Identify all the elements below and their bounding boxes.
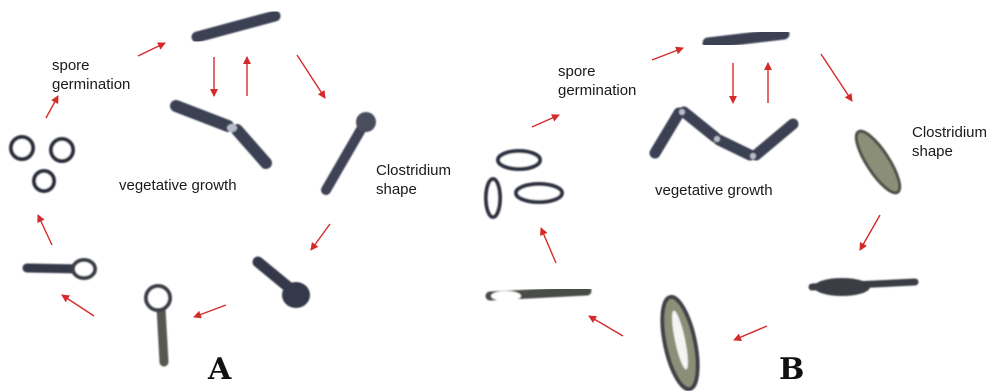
rod-with-spore-b xyxy=(490,291,587,301)
arrow xyxy=(589,316,623,336)
vegetative-growth-label-a: vegetative growth xyxy=(119,176,237,195)
clostridium-label-line2: shape xyxy=(376,180,451,199)
arrow xyxy=(62,295,94,316)
free-spore xyxy=(498,151,540,169)
panel-letter-a: A xyxy=(208,352,231,387)
arrow xyxy=(532,115,559,127)
arrow xyxy=(541,228,556,263)
arrow xyxy=(194,305,226,317)
dividing-cells-b xyxy=(655,109,793,159)
sporulating-cell-a xyxy=(258,262,310,308)
clostridium-cell-a xyxy=(326,112,376,190)
arrow xyxy=(652,48,683,60)
free-spore xyxy=(11,137,33,159)
clostridium-label-line2: shape xyxy=(912,142,987,161)
dividing-cells-a xyxy=(176,106,266,163)
free-spore xyxy=(516,184,562,202)
spore-label-line1: spore xyxy=(558,62,636,81)
spore-germination-label-a: spore germination xyxy=(52,56,130,94)
arrow xyxy=(46,96,58,118)
clostridium-shape-label-a: Clostridium shape xyxy=(376,161,451,199)
vegetative-rod-a xyxy=(197,16,275,37)
clostridium-label-line1: Clostridium xyxy=(912,123,987,142)
free-spore-group-a xyxy=(11,137,73,191)
free-spore xyxy=(51,139,73,161)
spore-label-line1: spore xyxy=(52,56,130,75)
clostridium-shape-label-b: Clostridium shape xyxy=(912,123,987,161)
spore-germination-label-b: spore germination xyxy=(558,62,636,100)
arrow xyxy=(138,43,165,56)
mother-cell-spore-b xyxy=(656,294,705,391)
arrow xyxy=(297,55,325,98)
panel-b xyxy=(486,34,915,391)
arrow xyxy=(38,215,52,245)
arrow xyxy=(821,54,852,101)
panel-letter-b: B xyxy=(779,352,804,387)
free-spore xyxy=(486,179,500,217)
spore-label-line2: germination xyxy=(52,75,130,94)
clostridium-cell-b xyxy=(849,126,907,198)
free-spore-group-b xyxy=(486,151,562,217)
arrow xyxy=(311,224,330,250)
vegetative-growth-label-b: vegetative growth xyxy=(655,181,773,200)
spore-label-line2: germination xyxy=(558,81,636,100)
sporulating-cell-b xyxy=(812,278,915,296)
mother-cell-spore-a xyxy=(146,286,170,362)
clostridium-label-line1: Clostridium xyxy=(376,161,451,180)
free-spore xyxy=(34,171,54,191)
rod-with-spore-a xyxy=(27,260,95,278)
arrow xyxy=(734,326,767,340)
arrow xyxy=(860,215,880,250)
vegetative-rod-b xyxy=(708,34,784,43)
